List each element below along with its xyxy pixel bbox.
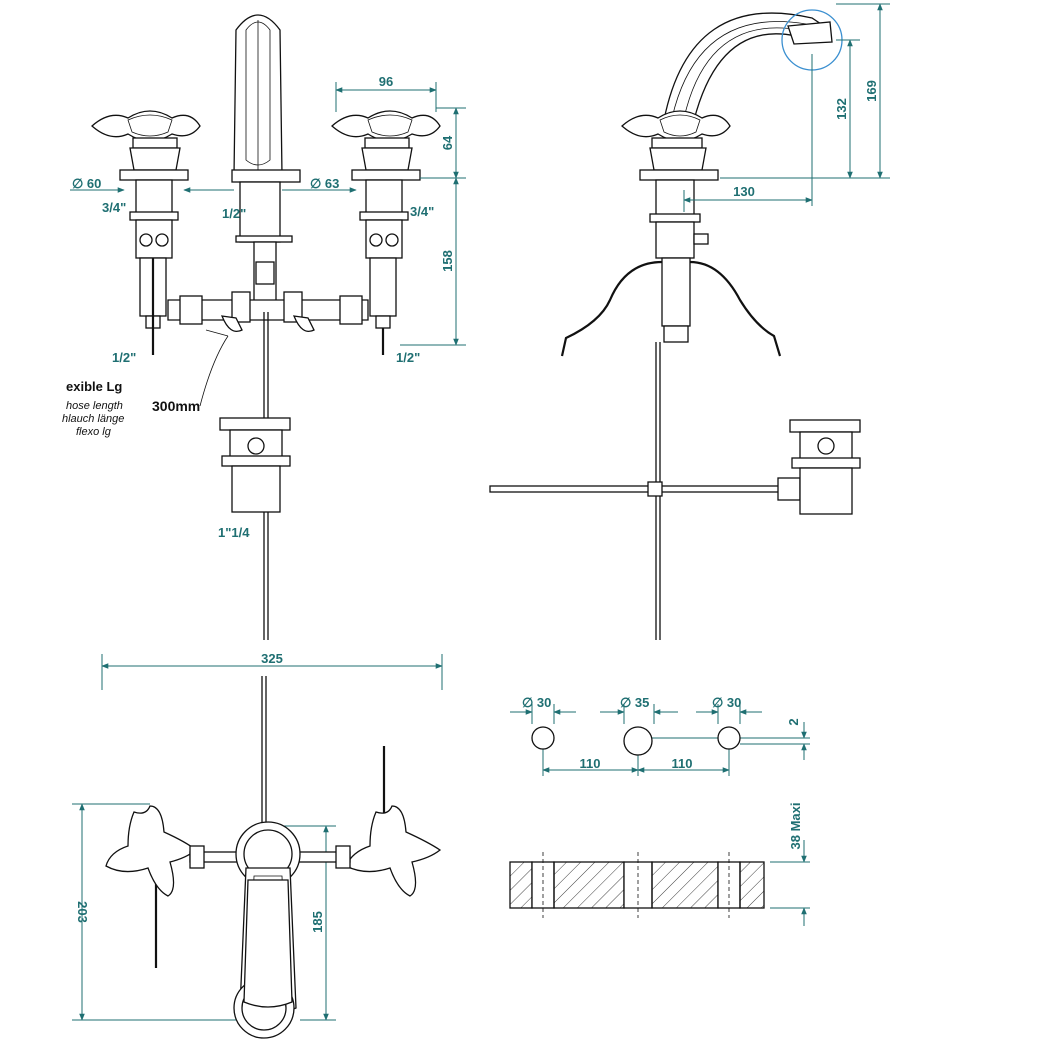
front-left-valve: [91, 110, 201, 355]
dia-35: ∅ 35: [620, 695, 649, 710]
front-view: 96 64 158 ∅ 60 ∅ 63 3/4" 1/2" 3/4" 1/2" …: [62, 14, 466, 640]
thread-left-bottom: 1/2": [112, 350, 136, 365]
side-waste: [489, 342, 861, 640]
front-spout: [231, 14, 301, 313]
front-waste: [219, 312, 291, 640]
side-dimensions: [683, 3, 890, 212]
top-spout: [233, 821, 301, 1039]
side-spout: [663, 12, 833, 121]
waste-size: 1"1/4: [218, 525, 250, 540]
dim-203: 203: [75, 901, 90, 923]
top-left-star-handle: [105, 805, 198, 897]
dia-30-left: ∅ 30: [522, 695, 551, 710]
dim-132: 132: [834, 98, 849, 120]
dia-63: ∅ 63: [310, 176, 339, 191]
hole-left: [531, 726, 555, 750]
dim-130: 130: [733, 184, 755, 199]
side-hose-right: [689, 260, 782, 357]
dia-30-right: ∅ 30: [712, 695, 741, 710]
holes-view: ∅ 30 ∅ 35 ∅ 30 2 110 110 38 Maxi: [509, 695, 810, 926]
hose-label: exible Lg: [66, 379, 122, 394]
thread-right-top: 3/4": [410, 204, 434, 219]
dim-96: 96: [379, 74, 393, 89]
dim-110-left: 110: [580, 756, 601, 771]
dim-158: 158: [440, 250, 455, 272]
front-dimensions: [70, 82, 466, 407]
dim-169: 169: [864, 80, 879, 102]
hole-right: [717, 726, 741, 750]
thread-center: 1/2": [222, 206, 246, 221]
top-right-star-handle: [345, 805, 442, 897]
dim-110-right: 110: [672, 756, 693, 771]
thread-left-top: 3/4": [102, 200, 126, 215]
side-hose-left: [560, 260, 663, 357]
hole-center: [623, 726, 653, 756]
front-pipework: [167, 291, 369, 333]
deck-section: [509, 852, 765, 918]
side-handle: [621, 110, 731, 343]
front-right-valve: [331, 110, 441, 355]
dim-64: 64: [440, 135, 455, 150]
dim-2: 2: [786, 718, 801, 725]
side-view: 169 132 130: [489, 3, 890, 640]
top-view: 325 203 185: [72, 651, 443, 1039]
dim-325: 325: [261, 651, 283, 666]
holes-dimensions: [510, 704, 810, 926]
hose-length: 300mm: [152, 398, 200, 414]
hose-en: hose length: [66, 400, 123, 412]
dim-38-maxi: 38 Maxi: [788, 803, 803, 850]
dim-185: 185: [310, 911, 325, 933]
hose-fr: flexo lg: [76, 426, 112, 438]
dia-60: ∅ 60: [72, 176, 101, 191]
hose-de: hlauch länge: [62, 413, 124, 425]
thread-right-bottom: 1/2": [396, 350, 420, 365]
